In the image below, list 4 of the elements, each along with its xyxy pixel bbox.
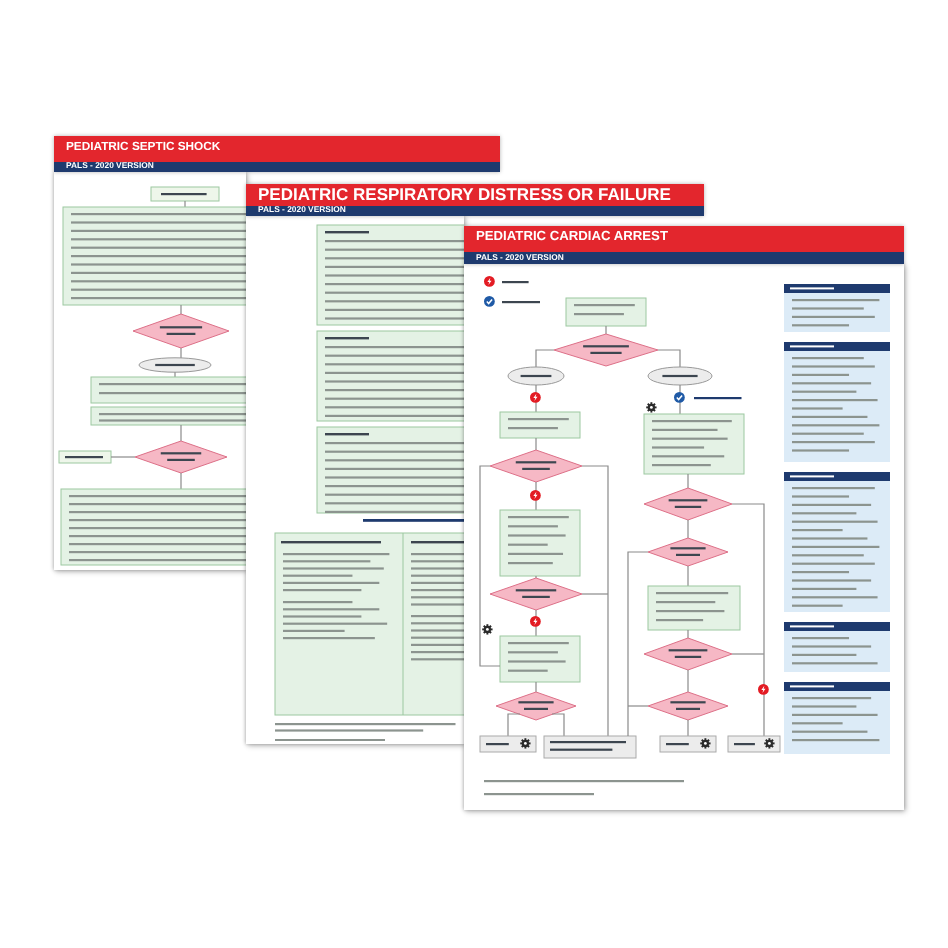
- card-header: [54, 136, 500, 172]
- card-header: [464, 226, 904, 264]
- card-header: [246, 184, 704, 216]
- card-title: PEDIATRIC RESPIRATORY DISTRESS OR FAILURE: [258, 186, 671, 204]
